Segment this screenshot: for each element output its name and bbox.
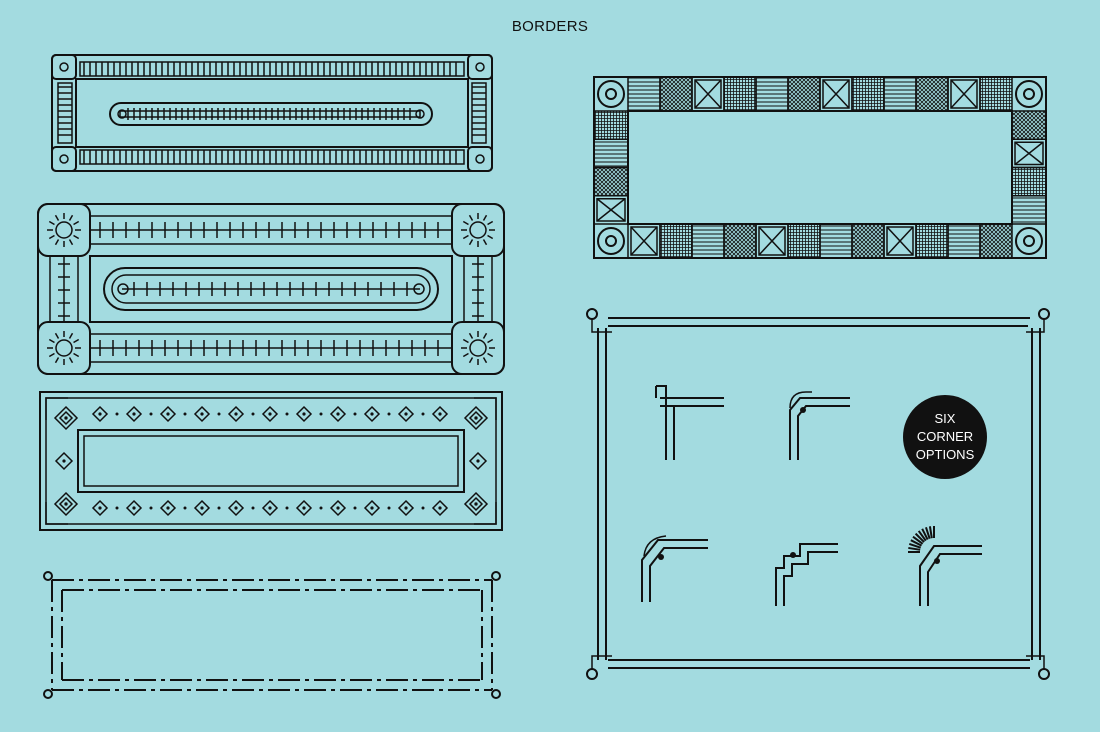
corner-option-3 [641, 535, 708, 602]
border-tiles [593, 76, 1047, 259]
six-corner-options-badge: SIX CORNER OPTIONS [903, 395, 987, 479]
border-diamonds [39, 391, 503, 531]
corner-option-5 [908, 526, 982, 606]
border-dash-dot [43, 571, 501, 699]
corner-option-2 [789, 391, 850, 460]
page-title: BORDERS [511, 18, 589, 35]
badge-line-1: SIX [934, 411, 956, 426]
corner-option-4 [775, 543, 838, 606]
border-ladder-small [51, 54, 493, 172]
corner-option-1 [655, 385, 724, 460]
badge-line-3: OPTIONS [915, 447, 975, 462]
border-double-line [586, 308, 1050, 680]
border-sun-corners [37, 203, 505, 375]
badge-line-2: CORNER [916, 429, 974, 444]
